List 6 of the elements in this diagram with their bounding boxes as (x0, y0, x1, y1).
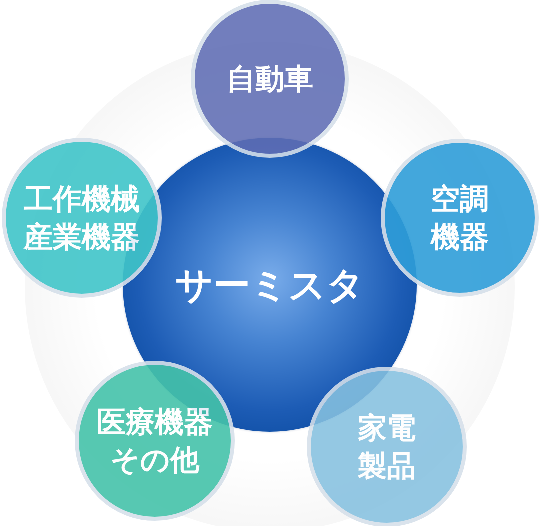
center-label: サーミスタ (176, 262, 364, 308)
category-label: 空調機器 (431, 181, 489, 256)
category-label: 工作機械産業機器 (24, 181, 140, 256)
category-label: 医療機器その他 (97, 404, 213, 479)
category-label: 家電製品 (358, 410, 416, 485)
category-label: 自動車 (226, 61, 314, 98)
